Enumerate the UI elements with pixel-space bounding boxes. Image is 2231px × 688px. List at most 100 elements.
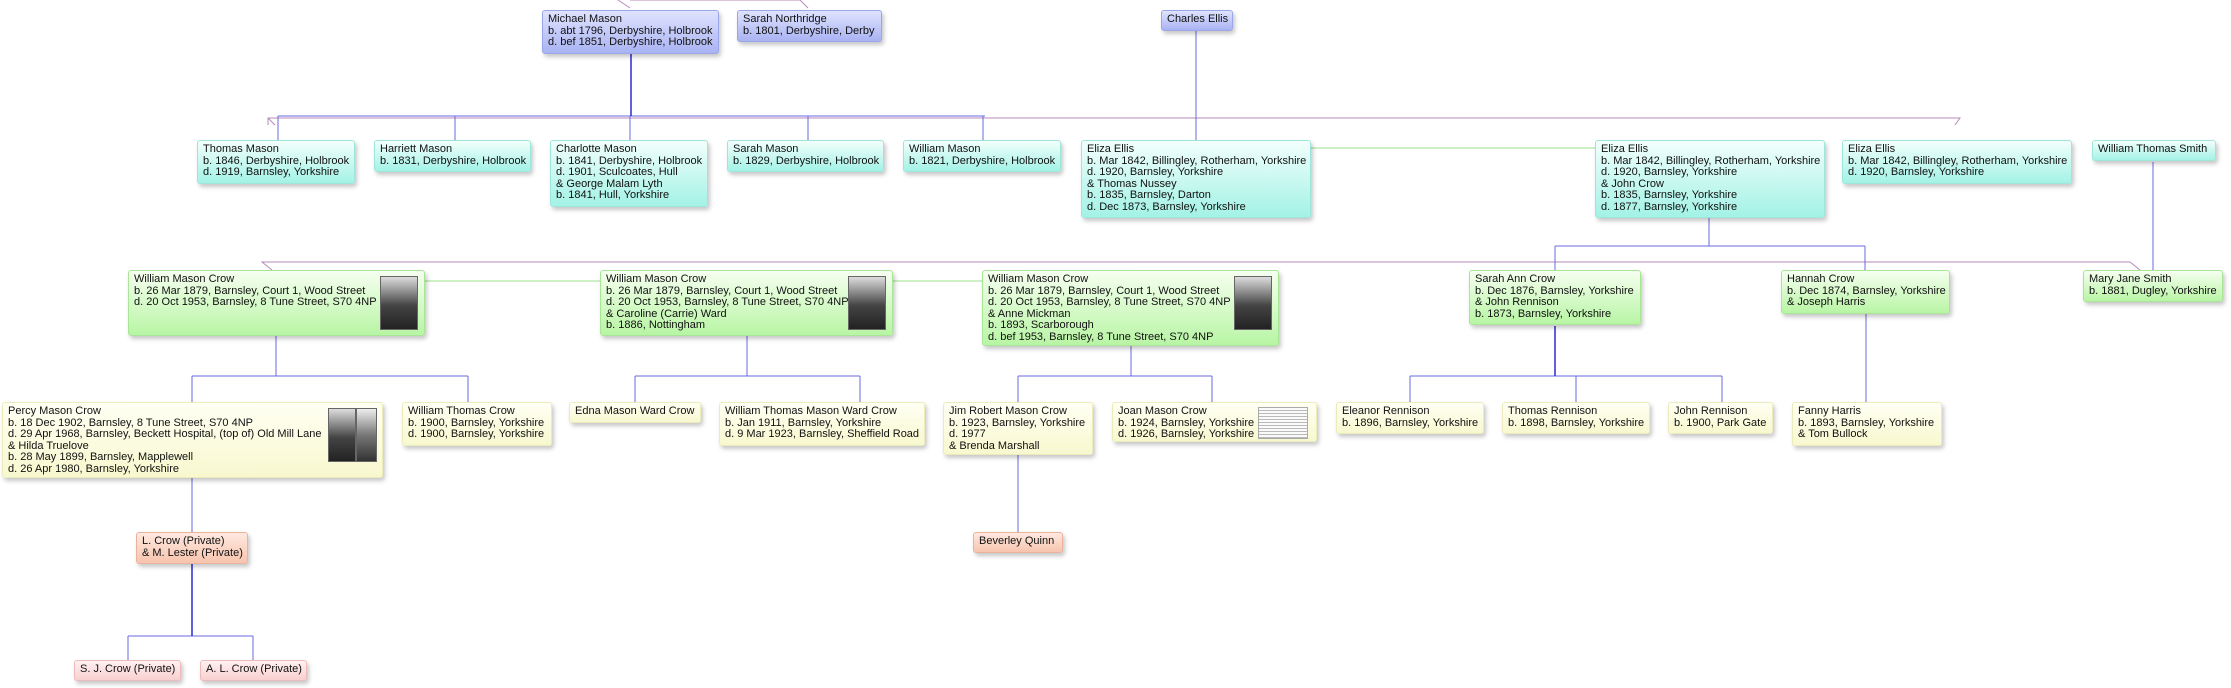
birth-info: b. 1829, Derbyshire, Holbrook — [733, 154, 880, 167]
document-thumbnail — [1258, 407, 1308, 439]
birth-info: b. 1831, Derbyshire, Holbrook — [380, 154, 527, 167]
spouse-birth-info: b. 1841, Hull, Yorkshire — [556, 189, 670, 201]
spouse-name: & Joseph Harris — [1787, 296, 1866, 308]
person-percy-mason-crow[interactable]: Percy Mason Crow b. 18 Dec 1902, Barnsle… — [2, 402, 383, 478]
person-charles-ellis[interactable]: Charles Ellis — [1161, 10, 1233, 31]
death-info: d. 1919, Barnsley, Yorkshire — [203, 166, 340, 178]
person-william-thomas-smith[interactable]: William Thomas Smith — [2092, 140, 2216, 161]
person-william-mason-crow-1[interactable]: William Mason Crow b. 26 Mar 1879, Barns… — [128, 270, 425, 336]
person-william-thomas-crow[interactable]: William Thomas Crow b. 1900, Barnsley, Y… — [402, 402, 552, 446]
person-name: William Mason Crow — [988, 273, 1089, 285]
person-name: L. Crow (Private) — [142, 535, 225, 547]
portrait-photo — [380, 276, 418, 330]
person-william-thomas-mason-ward-crow[interactable]: William Thomas Mason Ward Crow b. Jan 19… — [719, 402, 925, 446]
death-info: d. 1977 — [949, 428, 986, 440]
death-info: d. 20 Oct 1953, Barnsley, 8 Tune Street,… — [988, 296, 1231, 308]
person-beverley-quinn[interactable]: Beverley Quinn — [973, 532, 1063, 553]
person-thomas-mason[interactable]: Thomas Mason b. 1846, Derbyshire, Holbro… — [197, 140, 355, 184]
person-eleanor-rennison[interactable]: Eleanor Rennison b. 1896, Barnsley, York… — [1336, 402, 1484, 434]
spouse-name: & Tom Bullock — [1798, 428, 1868, 440]
person-name: Sarah Mason — [733, 143, 799, 155]
person-name: John Rennison — [1674, 405, 1748, 417]
person-name: Charlotte Mason — [556, 143, 637, 155]
person-name: Eliza Ellis — [1087, 143, 1135, 155]
person-name: Beverley Quinn — [979, 535, 1055, 547]
birth-info: b. abt 1796, Derbyshire, Holbrook — [548, 24, 713, 37]
death-info: d. 1901, Sculcoates, Hull — [556, 166, 678, 178]
person-name: William Mason — [909, 143, 981, 155]
birth-info: b. Dec 1874, Barnsley, Yorkshire — [1787, 284, 1946, 297]
person-michael-mason[interactable]: Michael Mason b. abt 1796, Derbyshire, H… — [542, 10, 719, 54]
person-name: Jim Robert Mason Crow — [949, 405, 1067, 417]
birth-info: b. 18 Dec 1902, Barnsley, 8 Tune Street,… — [8, 416, 253, 429]
death-info: d. bef 1851, Derbyshire, Holbrook — [548, 36, 713, 48]
person-name: William Thomas Crow — [408, 405, 515, 417]
birth-info: b. 1924, Barnsley, Yorkshire — [1118, 416, 1255, 429]
person-name: Sarah Northridge — [743, 13, 827, 25]
spouse-birth-info: b. 1835, Barnsley, Darton — [1087, 189, 1211, 201]
person-l-crow-private[interactable]: L. Crow (Private) & M. Lester (Private) — [136, 532, 248, 564]
birth-info: b. 26 Mar 1879, Barnsley, Court 1, Wood … — [134, 284, 366, 297]
person-name: Joan Mason Crow — [1118, 405, 1207, 417]
portrait-photo — [1234, 276, 1272, 330]
person-mary-jane-smith[interactable]: Mary Jane Smith b. 1881, Dugley, Yorkshi… — [2083, 270, 2223, 302]
person-eliza-ellis[interactable]: Eliza Ellis b. Mar 1842, Billingley, Rot… — [1842, 140, 2072, 184]
person-edna-mason-ward-crow[interactable]: Edna Mason Ward Crow — [569, 402, 701, 423]
person-sj-crow-private[interactable]: S. J. Crow (Private) — [74, 660, 181, 681]
birth-info: b. 1896, Barnsley, Yorkshire — [1342, 416, 1479, 429]
person-name: Thomas Rennison — [1508, 405, 1598, 417]
person-name: William Thomas Mason Ward Crow — [725, 405, 897, 417]
birth-info: b. 1900, Park Gate — [1674, 416, 1767, 429]
person-sarah-northridge[interactable]: Sarah Northridge b. 1801, Derbyshire, De… — [737, 10, 882, 42]
spouse-name: & John Rennison — [1475, 296, 1559, 308]
person-hannah-crow[interactable]: Hannah Crow b. Dec 1874, Barnsley, Yorks… — [1781, 270, 1950, 314]
spouse-death-info: d. 26 Apr 1980, Barnsley, Yorkshire — [8, 462, 180, 475]
spouse-name: & Thomas Nussey — [1087, 177, 1177, 190]
birth-info: b. Jan 1911, Barnsley, Yorkshire — [725, 416, 882, 429]
death-info: d. 29 Apr 1968, Barnsley, Beckett Hospit… — [8, 428, 322, 440]
person-charlotte-mason[interactable]: Charlotte Mason b. 1841, Derbyshire, Hol… — [550, 140, 708, 207]
person-eliza-ellis-crow[interactable]: Eliza Ellis b. Mar 1842, Billingley, Rot… — [1595, 140, 1825, 218]
person-eliza-ellis-nussey[interactable]: Eliza Ellis b. Mar 1842, Billingley, Rot… — [1081, 140, 1311, 218]
person-william-mason[interactable]: William Mason b. 1821, Derbyshire, Holbr… — [903, 140, 1061, 172]
portrait-photo — [848, 276, 886, 330]
spouse-death-info: d. bef 1953, Barnsley, 8 Tune Street, S7… — [988, 330, 1214, 343]
person-name: Eliza Ellis — [1848, 143, 1896, 155]
spouse-birth-info: b. 1893, Scarborough — [988, 319, 1094, 331]
person-sarah-ann-crow[interactable]: Sarah Ann Crow b. Dec 1876, Barnsley, Yo… — [1469, 270, 1641, 325]
spouse-birth-info: b. 28 May 1899, Barnsley, Mapplewell — [8, 451, 194, 463]
person-name: Eliza Ellis — [1601, 143, 1649, 155]
person-al-crow-private[interactable]: A. L. Crow (Private) — [200, 660, 307, 681]
birth-info: b. Dec 1876, Barnsley, Yorkshire — [1475, 284, 1634, 297]
portrait-photo — [328, 408, 356, 462]
spouse-birth-info: b. 1886, Nottingham — [606, 319, 706, 331]
spouse-death-info: d. Dec 1873, Barnsley, Yorkshire — [1087, 200, 1246, 213]
spouse-name: & Anne Mickman — [988, 307, 1071, 320]
portrait-photo — [356, 408, 377, 462]
person-jim-robert-mason-crow[interactable]: Jim Robert Mason Crow b. 1923, Barnsley,… — [943, 402, 1093, 455]
spouse-name: & Hilda Truelove — [8, 439, 89, 452]
person-thomas-rennison[interactable]: Thomas Rennison b. 1898, Barnsley, Yorks… — [1502, 402, 1650, 434]
spouse-name: & George Malam Lyth — [556, 177, 663, 190]
person-name: Hannah Crow — [1787, 273, 1855, 285]
person-sarah-mason[interactable]: Sarah Mason b. 1829, Derbyshire, Holbroo… — [727, 140, 884, 172]
spouse-birth-info: b. 1835, Barnsley, Yorkshire — [1601, 189, 1738, 201]
death-info: d. 1920, Barnsley, Yorkshire — [1848, 166, 1985, 178]
person-name: William Mason Crow — [134, 273, 235, 285]
person-john-rennison[interactable]: John Rennison b. 1900, Park Gate — [1668, 402, 1773, 434]
person-william-mason-crow-2[interactable]: William Mason Crow b. 26 Mar 1879, Barns… — [600, 270, 893, 336]
birth-info: b. 1900, Barnsley, Yorkshire — [408, 416, 545, 429]
birth-info: b. Mar 1842, Billingley, Rotherham, York… — [1848, 154, 2068, 167]
death-info: d. 1926, Barnsley, Yorkshire — [1118, 428, 1255, 440]
birth-info: b. Mar 1842, Billingley, Rotherham, York… — [1087, 154, 1307, 167]
birth-info: b. 26 Mar 1879, Barnsley, Court 1, Wood … — [606, 284, 838, 297]
birth-info: b. 1841, Derbyshire, Holbrook — [556, 154, 703, 167]
person-name: Fanny Harris — [1798, 405, 1861, 417]
person-william-mason-crow-3[interactable]: William Mason Crow b. 26 Mar 1879, Barns… — [982, 270, 1279, 346]
person-joan-mason-crow[interactable]: Joan Mason Crow b. 1924, Barnsley, Yorks… — [1112, 402, 1317, 442]
birth-info: b. 1846, Derbyshire, Holbrook — [203, 154, 350, 167]
person-fanny-harris[interactable]: Fanny Harris b. 1893, Barnsley, Yorkshir… — [1792, 402, 1942, 446]
person-name: Percy Mason Crow — [8, 405, 101, 417]
person-harriett-mason[interactable]: Harriett Mason b. 1831, Derbyshire, Holb… — [374, 140, 531, 172]
spouse-death-info: d. 1877, Barnsley, Yorkshire — [1601, 200, 1738, 213]
